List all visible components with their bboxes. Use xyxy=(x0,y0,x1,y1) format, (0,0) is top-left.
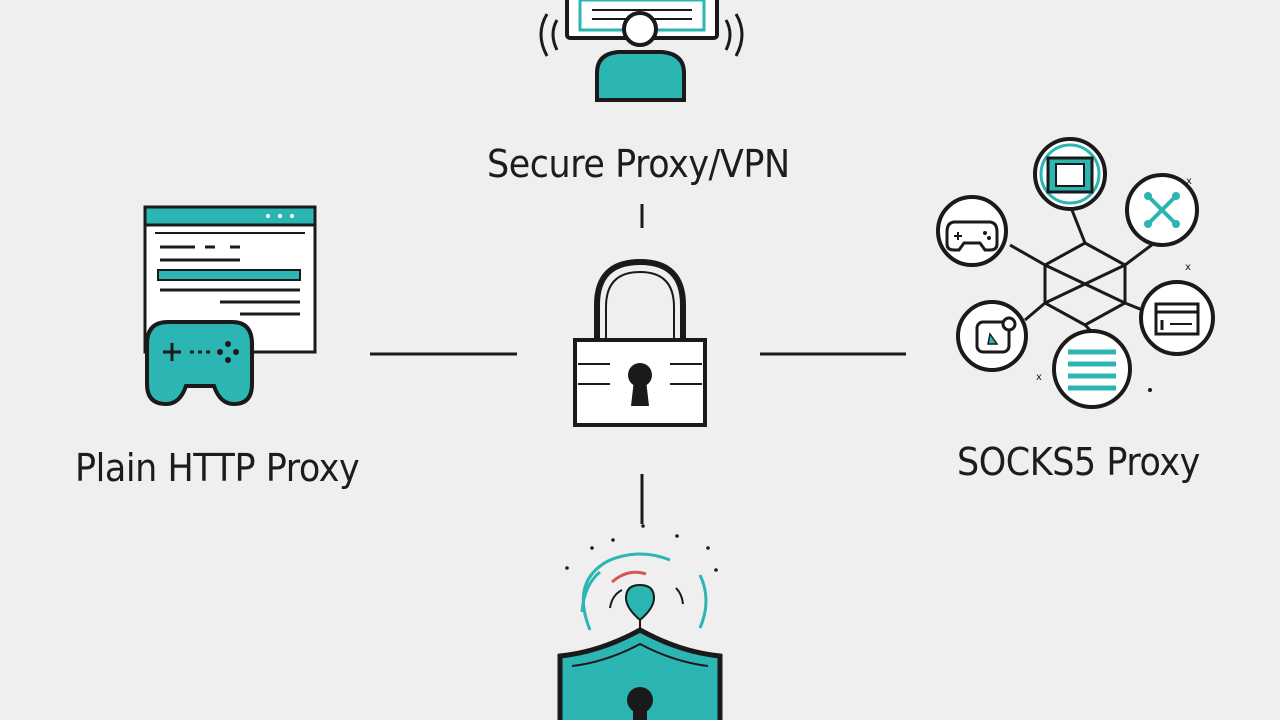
svg-text:x: x xyxy=(1036,372,1042,383)
connectors xyxy=(370,204,906,524)
shield-lock-icon xyxy=(557,524,723,720)
padlock-icon xyxy=(573,258,707,427)
svg-text:x: x xyxy=(1185,262,1191,273)
browser-gamepad-icon xyxy=(143,205,317,407)
label-secure-proxy-vpn: Secure Proxy/VPN xyxy=(487,142,790,186)
label-socks5-proxy: SOCKS5 Proxy xyxy=(957,440,1200,484)
user-at-monitor-icon xyxy=(539,0,744,102)
svg-text:x: x xyxy=(1186,176,1192,187)
label-plain-http-proxy: Plain HTTP Proxy xyxy=(75,446,360,490)
network-hub-icon: x x x xyxy=(936,137,1215,409)
